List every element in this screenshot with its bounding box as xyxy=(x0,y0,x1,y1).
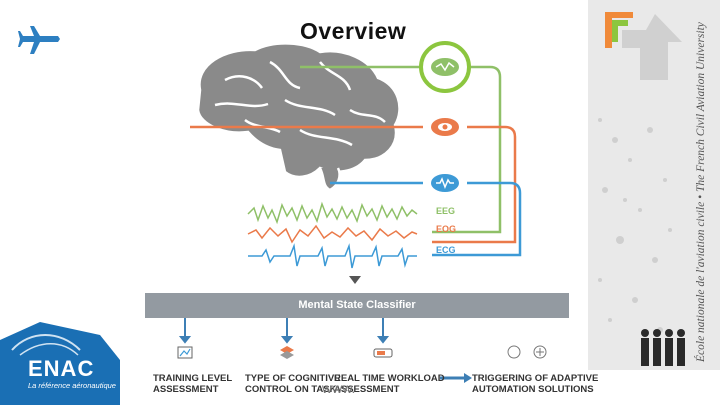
blue-signal-path xyxy=(330,181,522,257)
automation-arrow xyxy=(440,373,472,383)
eye-sensor-icon xyxy=(431,118,459,136)
output-cognitive-line1: TYPE OF COGNITIVE xyxy=(245,373,341,384)
workload-icon xyxy=(373,348,393,358)
university-logo xyxy=(605,12,682,80)
enac-logo-name: ENAC xyxy=(28,356,95,381)
cognitive-icon xyxy=(280,346,294,359)
watermark-text: www. xyxy=(322,380,356,396)
page-title: Overview xyxy=(300,18,407,44)
output-automation-line2: AUTOMATION SOLUTIONS xyxy=(472,384,594,395)
classifier-label: Mental State Classifier xyxy=(298,299,416,311)
classifier-bar xyxy=(145,293,569,318)
heart-sensor-icon xyxy=(431,174,459,192)
orange-signal-path xyxy=(190,125,517,244)
output-training: TRAINING LEVEL ASSESSMENT xyxy=(153,373,232,395)
eeg-waveform xyxy=(247,201,418,225)
enac-logo-tagline: La référence aéronautique xyxy=(28,381,116,390)
decorative-dots xyxy=(598,118,672,333)
eog-waveform xyxy=(247,224,418,244)
automation-icons xyxy=(507,345,547,359)
down-arrow xyxy=(349,276,361,284)
output-cognitive: TYPE OF COGNITIVE CONTROL ON TASK xyxy=(245,373,341,395)
output-connectors xyxy=(178,318,390,344)
eeg-sensor-icon xyxy=(431,58,459,76)
output-cognitive-line2: CONTROL ON TASK xyxy=(245,384,337,395)
output-workload: REAL TIME WORKLOAD ASSESSMENT xyxy=(334,373,445,395)
eeg-label: EEG xyxy=(436,206,456,216)
output-workload-line2: ASSESSMENT xyxy=(334,384,400,395)
output-training-line2: ASSESSMENT xyxy=(153,384,219,395)
output-automation-line1: TRIGGERING OF ADAPTIVE xyxy=(472,373,599,384)
green-signal-path xyxy=(300,65,502,234)
brain-illustration xyxy=(196,42,401,192)
eog-label: EOG xyxy=(436,224,457,234)
sidebar-vertical-text: École nationale de l'aviation civile • T… xyxy=(695,22,707,362)
airplane-icon xyxy=(18,26,60,54)
enac-logo xyxy=(0,322,120,405)
people-silhouettes xyxy=(641,329,685,366)
output-workload-line1: REAL TIME WORKLOAD xyxy=(334,373,445,384)
training-icon xyxy=(177,346,193,359)
highlight-circle xyxy=(419,41,471,93)
ecg-waveform xyxy=(248,243,417,269)
output-training-line1: TRAINING LEVEL xyxy=(153,373,233,384)
ecg-label: ECG xyxy=(436,245,456,255)
output-automation: TRIGGERING OF ADAPTIVE AUTOMATION SOLUTI… xyxy=(472,373,598,395)
